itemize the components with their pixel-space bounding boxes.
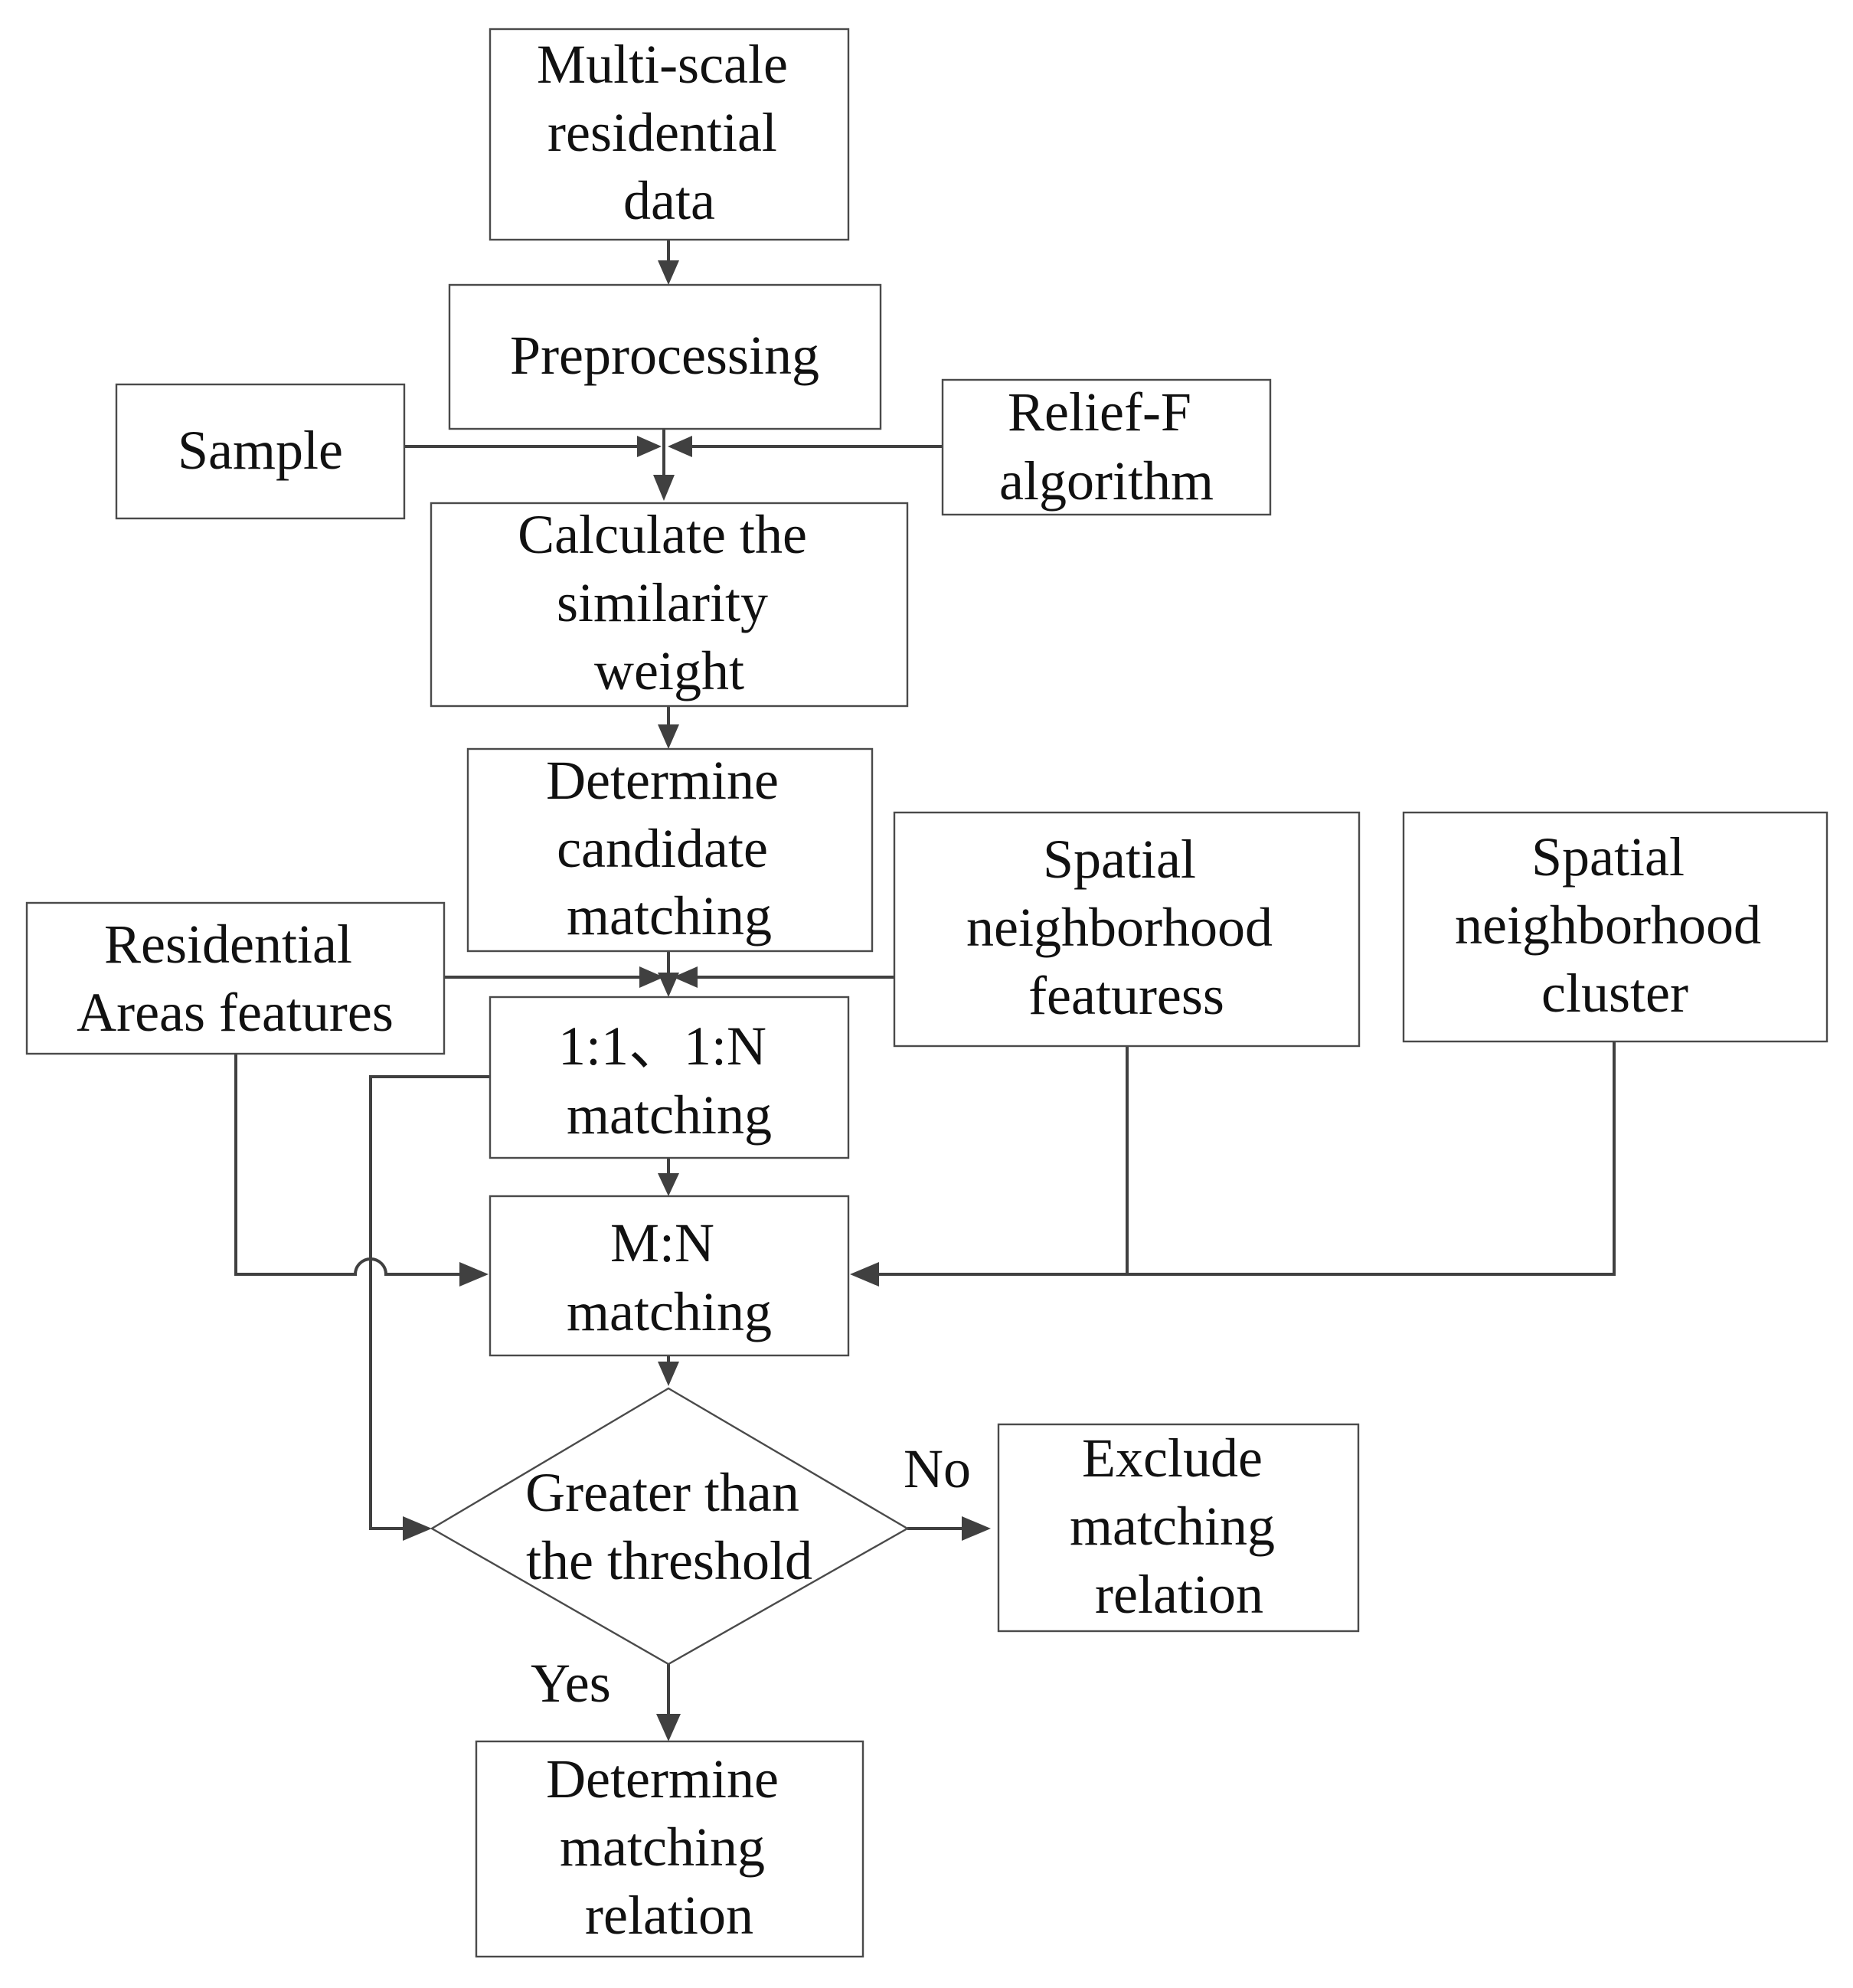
node-residential-features-box [25, 901, 446, 1055]
node-threshold-line-2: the threshold [526, 1530, 812, 1591]
edge-label-no: No [904, 1438, 971, 1499]
arrowhead-mtoN-right [850, 1262, 879, 1287]
node-calc-similarity-line-3: weight [594, 640, 744, 701]
svg-text:Preprocessing: Preprocessing [510, 325, 819, 386]
node-spatial-features-line-1: Spatial [1043, 829, 1196, 890]
node-calc-similarity-line-2: similarity [557, 572, 768, 633]
arrowhead-mtoN-left [459, 1262, 489, 1287]
svg-text:Determine candidate: Determine candidate matching [546, 750, 793, 947]
node-residential-features-line-2: Areas features [77, 982, 394, 1043]
node-determine-candidate: Determine candidate matching [466, 747, 874, 953]
node-determine-relation: Determine matching relation [475, 1740, 864, 1958]
node-sample-line-1: Sample [178, 420, 343, 481]
node-relief-f: Relief-F algorithm [941, 378, 1272, 516]
edge-label-yes: Yes [531, 1653, 611, 1714]
node-spatial-cluster-line-3: cluster [1541, 963, 1688, 1024]
node-spatial-cluster: Spatial neighborhood cluster [1402, 811, 1828, 1043]
node-spatial-features-line-2: neighborhood [966, 897, 1273, 958]
node-calc-similarity-line-1: Calculate the [518, 504, 807, 565]
edge-cluster-to-mtoN [1127, 1041, 1616, 1276]
node-exclude-line-3: relation [1095, 1564, 1263, 1625]
arrowhead-threshold-left [403, 1516, 432, 1541]
node-m-to-n-box [489, 1195, 850, 1357]
svg-text:Sample: Sample [178, 420, 343, 481]
arrowhead-onetoN [658, 973, 679, 997]
node-determine-candidate-line-1: Determine [546, 750, 779, 811]
node-determine-relation-line-1: Determine [546, 1748, 779, 1810]
node-threshold-line-1: Greater than [525, 1462, 799, 1523]
node-one-to-n-line-2: matching [567, 1084, 772, 1146]
node-preprocessing-line-1: Preprocessing [510, 325, 819, 386]
node-relief-f-line-2: algorithm [999, 450, 1214, 512]
node-determine-candidate-box [466, 747, 874, 953]
node-calc-similarity: Calculate the similarity weight [430, 502, 909, 708]
node-exclude-box [997, 1423, 1360, 1633]
node-one-to-n-line-1: 1:1、1:N [558, 1015, 766, 1077]
arrowhead-spatial [673, 966, 698, 988]
node-spatial-cluster-line-1: Spatial [1531, 826, 1685, 888]
arrowhead-exclude [962, 1516, 991, 1541]
node-residential-features: Residential Areas features [25, 901, 446, 1055]
edge-residential-to-mtoN [234, 1054, 471, 1276]
node-determine-relation-line-2: matching [560, 1816, 765, 1878]
node-spatial-features-box [893, 811, 1361, 1048]
node-determine-candidate-line-3: matching [567, 885, 772, 947]
node-preprocessing-box [448, 283, 882, 430]
node-exclude-line-1: Exclude [1082, 1427, 1263, 1489]
svg-text:Residential Areas featur: Residential Areas features [77, 914, 394, 1043]
node-calc-similarity-box [430, 502, 909, 708]
arrowhead-calculate [653, 475, 675, 501]
arrowhead-candidate [658, 724, 679, 749]
node-one-to-n-box [489, 996, 850, 1159]
node-m-to-n-line-1: M:N [610, 1212, 714, 1274]
arrowhead-mtoN-top [658, 1173, 679, 1196]
node-exclude: Exclude matching relation [997, 1423, 1360, 1633]
node-multiscale-data-box [489, 28, 850, 241]
edge-onetoN-to-threshold [369, 1075, 490, 1530]
node-determine-relation-box [475, 1740, 864, 1958]
arrowhead-preprocessing [658, 260, 679, 285]
node-multiscale-data: Multi-scale residential data [489, 28, 850, 241]
arrowhead-relation [656, 1714, 681, 1741]
arrowhead-threshold-top [658, 1362, 679, 1386]
node-determine-candidate-line-2: candidate [557, 818, 768, 879]
svg-text:Exclude matching r: Exclude matching relation [1070, 1427, 1289, 1625]
svg-text:1:1、1:N matching: 1:1、1:N matching [558, 1015, 780, 1146]
connectors [234, 240, 1616, 1741]
svg-text:Multi-scale residential: Multi-scale residential data [537, 34, 802, 231]
svg-text:Greater than the thresho: Greater than the threshold [525, 1462, 813, 1591]
node-spatial-cluster-box [1402, 811, 1828, 1043]
node-exclude-line-2: matching [1070, 1496, 1275, 1557]
svg-text:M:N matching: M:N matching [567, 1212, 772, 1342]
node-spatial-cluster-line-2: neighborhood [1455, 894, 1761, 956]
node-determine-relation-line-3: relation [585, 1885, 753, 1946]
arrowhead-relief [668, 436, 692, 457]
node-multiscale-data-line-2: residential [547, 102, 777, 163]
arrowhead-sample [637, 436, 662, 457]
node-spatial-features-line-3: featuress [1028, 965, 1224, 1026]
node-sample-box [115, 383, 406, 520]
node-relief-f-line-1: Relief-F [1008, 381, 1191, 443]
node-one-to-n: 1:1、1:N matching [489, 996, 850, 1159]
node-residential-features-line-1: Residential [104, 914, 352, 975]
node-m-to-n: M:N matching [489, 1195, 850, 1357]
svg-text:Relief-F algorithm: Relief-F algorithm [999, 381, 1214, 512]
svg-text:Spatial neighborhood: Spatial neighborhood featuress [966, 829, 1286, 1026]
svg-text:Determine matching: Determine matching relation [546, 1748, 793, 1946]
node-threshold-diamond [430, 1387, 910, 1666]
node-relief-f-box [941, 378, 1272, 516]
svg-text:Spatial neighborhood: Spatial neighborhood cluster [1455, 826, 1775, 1024]
node-spatial-features: Spatial neighborhood featuress [893, 811, 1361, 1048]
arrowhead-residential [639, 966, 664, 988]
edge-spatial-to-mtoN [869, 1046, 1129, 1276]
node-sample: Sample [115, 383, 406, 520]
node-m-to-n-line-2: matching [567, 1281, 772, 1342]
node-multiscale-data-line-1: Multi-scale [537, 34, 788, 95]
node-threshold: Greater than the threshold [430, 1387, 910, 1666]
node-preprocessing: Preprocessing [448, 283, 882, 430]
node-multiscale-data-line-3: data [623, 170, 715, 231]
svg-text:Calculate the similarity: Calculate the similarity weight [518, 504, 821, 701]
